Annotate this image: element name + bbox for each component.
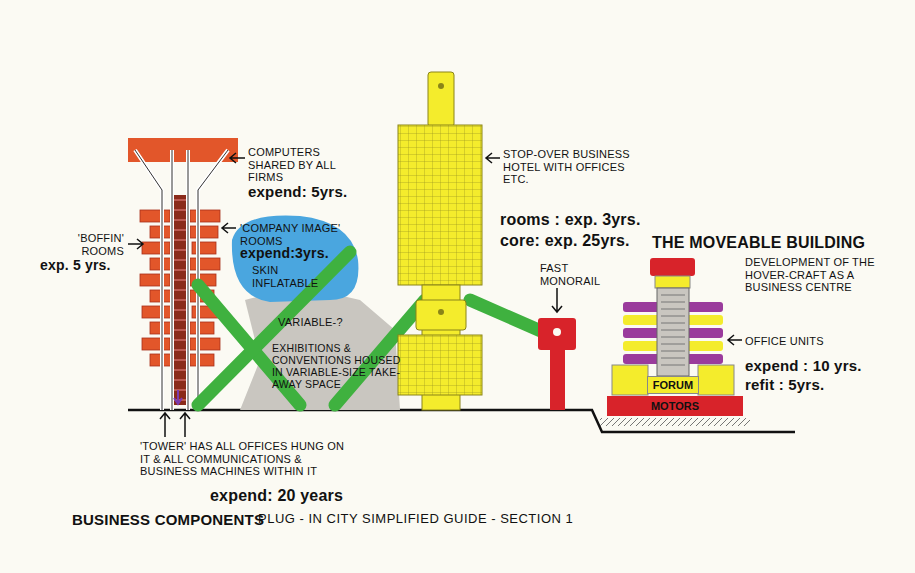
office-units-callout: OFFICE UNITS <box>745 335 824 348</box>
business-hotel <box>398 72 482 410</box>
boffin-callout: 'BOFFIN' ROOMS <box>50 232 124 257</box>
green-tubes <box>198 252 550 405</box>
skin-label: SKIN INFLATABLE <box>252 264 342 289</box>
expend-note: expend : 10 yrs. <box>745 358 862 375</box>
hovercraft-note: DEVELOPMENT OF THE HOVER-CRAFT AS A BUSI… <box>745 256 895 294</box>
motors-band: MOTORS <box>607 396 743 416</box>
tower <box>128 150 238 410</box>
forum-box: FORUM <box>647 376 699 394</box>
tower-note: 'TOWER' HAS ALL OFFICES HUNG ON IT & ALL… <box>140 440 345 478</box>
computers-callout: COMPUTERS SHARED BY ALL FIRMS <box>248 146 348 184</box>
ground-hatch <box>600 418 750 426</box>
expend-note: rooms : exp. 3yrs. <box>500 211 641 229</box>
node-text: FORUM <box>653 379 693 391</box>
expend-note: expend: 20 years <box>210 487 343 505</box>
variable-label: VARIABLE-? <box>278 316 343 329</box>
hotel-callout: STOP-OVER BUSINESS HOTEL WITH OFFICES ET… <box>503 148 653 186</box>
title: BUSINESS COMPONENTS <box>72 512 264 528</box>
node-text: MOTORS <box>651 400 699 412</box>
exhibitions-label: EXHIBITIONS & CONVENTIONS HOUSED IN VARI… <box>272 342 404 390</box>
building-heading: THE MOVEABLE BUILDING <box>652 234 865 252</box>
refit-note: refit : 5yrs. <box>745 377 824 394</box>
expend-note: core: exp. 25yrs. <box>500 232 630 250</box>
expend-note: expend:3yrs. <box>240 246 329 262</box>
monorail-callout: FAST MONORAIL <box>540 262 600 287</box>
caption: PLUG - IN CITY SIMPLIFIED GUIDE - SECTIO… <box>258 513 573 525</box>
monorail <box>538 318 576 410</box>
expend-note: expend: 5yrs. <box>248 184 347 201</box>
company-image-callout: 'COMPANY IMAGE' ROOMS <box>240 222 360 247</box>
hovercraft <box>612 258 734 395</box>
callout-arrows <box>128 153 742 437</box>
expend-note: exp. 5 yrs. <box>40 258 111 274</box>
